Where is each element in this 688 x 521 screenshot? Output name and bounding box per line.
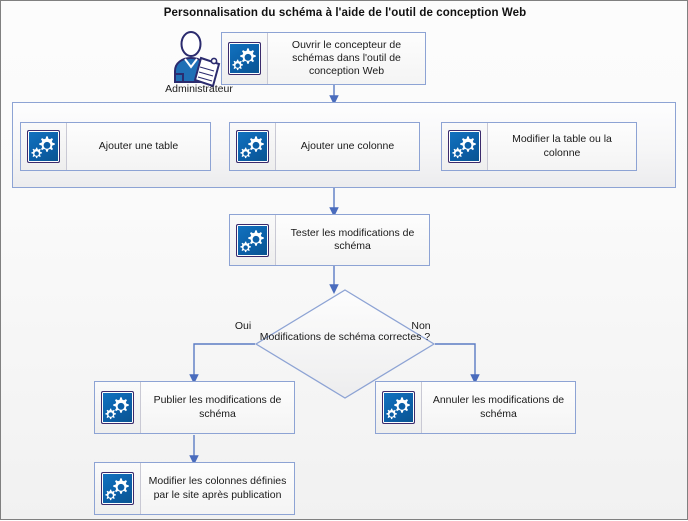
- node-add-column[interactable]: Ajouter une colonne: [229, 122, 420, 171]
- gear-icon: [236, 130, 269, 163]
- node-modify-site-columns[interactable]: Modifier les colonnes définies par le si…: [94, 462, 295, 515]
- node-label: Ajouter une colonne: [300, 139, 395, 152]
- node-icon-cell: [442, 123, 488, 170]
- node-label: Publier les modifications de schéma: [153, 394, 282, 420]
- gear-icon: [236, 223, 269, 257]
- node-label: Annuler les modifications de schéma: [432, 394, 565, 420]
- gear-icon: [448, 130, 481, 163]
- gear-icon: [228, 42, 261, 75]
- node-label: Modifier les colonnes définies par le si…: [148, 475, 287, 501]
- administrator-icon: [167, 30, 231, 98]
- node-label: Ouvrir le concepteur de schémas dans l'o…: [291, 38, 402, 78]
- node-icon-cell: [95, 463, 141, 514]
- gear-icon: [382, 391, 415, 424]
- node-test-changes[interactable]: Tester les modifications de schéma: [229, 214, 430, 266]
- node-icon-cell: [222, 33, 268, 84]
- decision-label: Modifications de schéma correctes ?: [259, 331, 431, 343]
- gear-icon: [101, 472, 134, 505]
- node-add-table[interactable]: Ajouter une table: [20, 122, 211, 171]
- page-title: Personnalisation du schéma à l'aide de l…: [163, 7, 527, 19]
- node-cancel-changes[interactable]: Annuler les modifications de schéma: [375, 381, 576, 434]
- gear-icon: [27, 130, 60, 163]
- decision-diamond[interactable]: Modifications de schéma correctes ?: [254, 289, 436, 399]
- node-icon-cell: [230, 215, 276, 265]
- node-label: Modifier la table ou la colonne: [512, 133, 612, 159]
- node-icon-cell: [21, 123, 67, 170]
- connector-decision-no-to-cancel: [435, 343, 480, 385]
- node-publish-changes[interactable]: Publier les modifications de schéma: [94, 381, 295, 434]
- administrator-label: Administrateur: [165, 83, 233, 95]
- node-icon-cell: [230, 123, 276, 170]
- node-label: Ajouter une table: [98, 139, 179, 152]
- node-open-designer[interactable]: Ouvrir le concepteur de schémas dans l'o…: [221, 32, 426, 85]
- node-icon-cell: [95, 382, 141, 433]
- branch-label-yes: Oui: [234, 320, 252, 332]
- node-icon-cell: [376, 382, 422, 433]
- connector-decision-yes-to-publish: [189, 343, 255, 385]
- node-modify-table-column[interactable]: Modifier la table ou la colonne: [441, 122, 637, 171]
- gear-icon: [101, 391, 134, 424]
- node-label: Tester les modifications de schéma: [290, 226, 415, 252]
- branch-label-no: Non: [411, 320, 431, 332]
